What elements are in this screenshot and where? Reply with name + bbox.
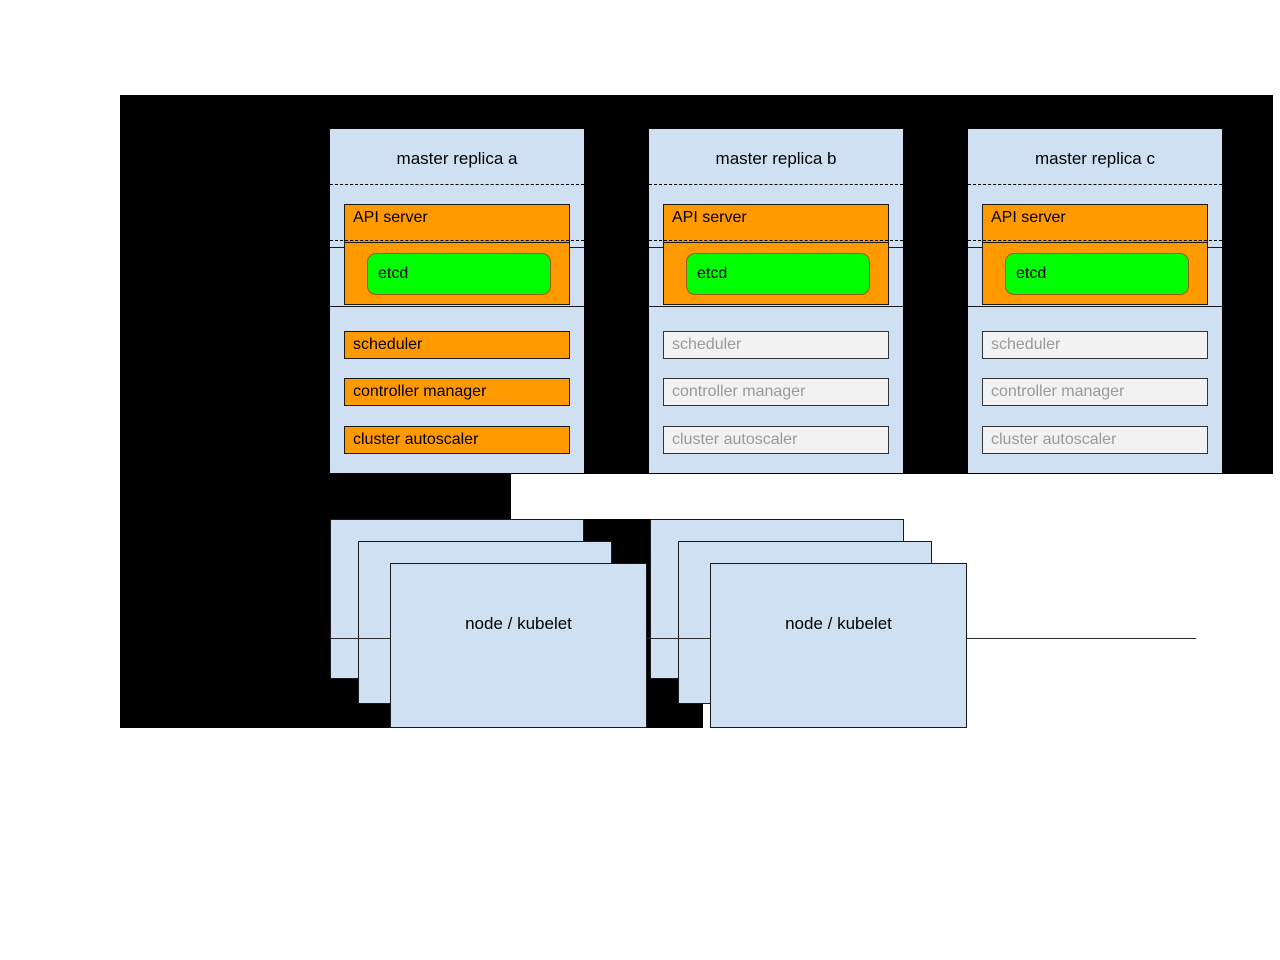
node-card-front[interactable]: node / kubelet — [710, 563, 967, 728]
controller-manager-box[interactable]: controller manager — [663, 378, 889, 406]
etcd-band-bottom-line — [968, 306, 1222, 307]
controller-manager-box[interactable]: controller manager — [982, 378, 1208, 406]
etcd-box[interactable]: etcd — [1005, 253, 1189, 295]
replica-header-divider — [968, 184, 1222, 185]
api-server-box[interactable]: API server — [663, 204, 889, 246]
replica-header-divider — [330, 184, 584, 185]
cluster-autoscaler-box[interactable]: cluster autoscaler — [344, 426, 570, 454]
etcd-band-bottom-line — [649, 306, 903, 307]
etcd-box[interactable]: etcd — [686, 253, 870, 295]
node-card-front[interactable]: node / kubelet — [390, 563, 647, 728]
master-replica-a[interactable]: master replica a API server etcd schedul… — [330, 129, 584, 473]
replica-title: master replica b — [715, 149, 837, 168]
scheduler-box[interactable]: scheduler — [663, 331, 889, 359]
api-server-bottom-divider — [649, 240, 903, 241]
node-label: node / kubelet — [465, 614, 572, 633]
node-label: node / kubelet — [785, 614, 892, 633]
replica-header-divider — [649, 184, 903, 185]
etcd-container-box[interactable]: etcd — [663, 242, 889, 305]
master-replica-b[interactable]: master replica b API server etcd schedul… — [649, 129, 903, 473]
etcd-container-box[interactable]: etcd — [982, 242, 1208, 305]
controller-manager-box[interactable]: controller manager — [344, 378, 570, 406]
api-server-box[interactable]: API server — [982, 204, 1208, 246]
scheduler-box[interactable]: scheduler — [982, 331, 1208, 359]
etcd-band-bottom-line — [330, 306, 584, 307]
cluster-autoscaler-box[interactable]: cluster autoscaler — [982, 426, 1208, 454]
etcd-container-box[interactable]: etcd — [344, 242, 570, 305]
cluster-autoscaler-box[interactable]: cluster autoscaler — [663, 426, 889, 454]
api-server-bottom-divider — [330, 240, 584, 241]
etcd-box[interactable]: etcd — [367, 253, 551, 295]
master-replica-c[interactable]: master replica c API server etcd schedul… — [968, 129, 1222, 473]
replica-title: master replica a — [396, 149, 518, 168]
replica-title: master replica c — [1035, 149, 1155, 168]
api-server-bottom-divider — [968, 240, 1222, 241]
scheduler-box[interactable]: scheduler — [344, 331, 570, 359]
